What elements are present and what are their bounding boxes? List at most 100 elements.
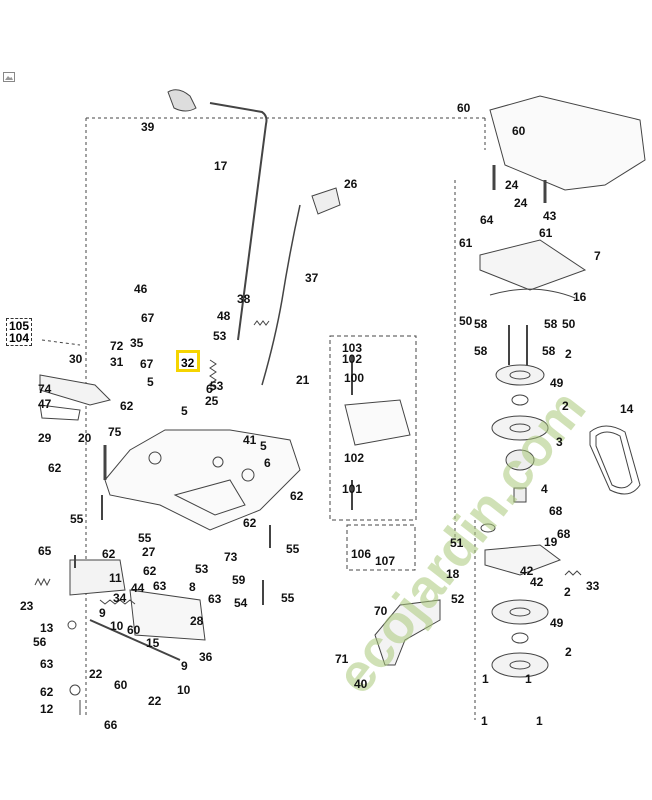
part-callout-63[interactable]: 63 <box>153 579 167 593</box>
part-callout-18[interactable]: 18 <box>446 567 460 581</box>
part-callout-8[interactable]: 8 <box>189 580 196 594</box>
part-callout-49[interactable]: 49 <box>550 376 564 390</box>
part-callout-9[interactable]: 9 <box>181 659 188 673</box>
part-callout-6[interactable]: 6 <box>264 456 271 470</box>
part-callout-33[interactable]: 33 <box>586 579 600 593</box>
part-callout-62[interactable]: 62 <box>143 564 157 578</box>
part-callout-55[interactable]: 55 <box>281 591 295 605</box>
part-callout-34[interactable]: 34 <box>113 591 127 605</box>
highlighted-part-32[interactable]: 32 <box>176 350 200 372</box>
part-callout-44[interactable]: 44 <box>131 581 145 595</box>
part-callout-55[interactable]: 55 <box>70 512 84 526</box>
part-callout-62[interactable]: 62 <box>243 516 257 530</box>
part-callout-107[interactable]: 107 <box>375 554 396 568</box>
part-callout-56[interactable]: 56 <box>33 635 47 649</box>
part-callout-1[interactable]: 1 <box>525 672 532 686</box>
part-callout-17[interactable]: 17 <box>214 159 228 173</box>
part-callout-58[interactable]: 58 <box>544 317 558 331</box>
part-callout-15[interactable]: 15 <box>146 636 160 650</box>
part-callout-27[interactable]: 27 <box>142 545 156 559</box>
part-callout-24[interactable]: 24 <box>505 178 519 192</box>
part-callout-42[interactable]: 42 <box>520 564 534 578</box>
part-callout-4[interactable]: 4 <box>541 482 548 496</box>
part-callout-55[interactable]: 55 <box>286 542 300 556</box>
part-callout-38[interactable]: 38 <box>237 292 251 306</box>
part-callout-19[interactable]: 19 <box>544 535 558 549</box>
part-callout-67[interactable]: 67 <box>141 311 155 325</box>
part-callout-62[interactable]: 62 <box>40 685 54 699</box>
part-callout-70[interactable]: 70 <box>374 604 388 618</box>
part-callout-2[interactable]: 2 <box>562 399 569 413</box>
part-callout-62[interactable]: 62 <box>48 461 62 475</box>
part-callout-58[interactable]: 58 <box>474 344 488 358</box>
part-callout-14[interactable]: 14 <box>620 402 634 416</box>
part-callout-50[interactable]: 50 <box>562 317 576 331</box>
part-callout-5[interactable]: 5 <box>181 404 188 418</box>
part-callout-60[interactable]: 60 <box>127 623 141 637</box>
part-callout-43[interactable]: 43 <box>543 209 557 223</box>
part-callout-51[interactable]: 51 <box>450 536 464 550</box>
part-callout-37[interactable]: 37 <box>305 271 319 285</box>
part-callout-62[interactable]: 62 <box>102 547 116 561</box>
part-callout-2[interactable]: 2 <box>564 585 571 599</box>
part-callout-10[interactable]: 10 <box>110 619 124 633</box>
part-callout-72[interactable]: 72 <box>110 339 124 353</box>
part-callout-59[interactable]: 59 <box>232 573 246 587</box>
part-callout-26[interactable]: 26 <box>344 177 358 191</box>
part-callout-63[interactable]: 63 <box>40 657 54 671</box>
part-callout-71[interactable]: 71 <box>335 652 349 666</box>
part-callout-20[interactable]: 20 <box>78 431 92 445</box>
part-callout-29[interactable]: 29 <box>38 431 52 445</box>
part-callout-63[interactable]: 63 <box>208 592 222 606</box>
part-callout-6[interactable]: 6 <box>206 382 213 396</box>
part-callout-61[interactable]: 61 <box>539 226 553 240</box>
part-callout-53[interactable]: 53 <box>210 379 224 393</box>
part-callout-3[interactable]: 3 <box>556 435 563 449</box>
part-callout-31[interactable]: 31 <box>110 355 124 369</box>
part-callout-53[interactable]: 53 <box>195 562 209 576</box>
part-callout-58[interactable]: 58 <box>474 317 488 331</box>
part-callout-102[interactable]: 102 <box>344 451 365 465</box>
part-callout-75[interactable]: 75 <box>108 425 122 439</box>
part-callout-106[interactable]: 106 <box>351 547 372 561</box>
part-callout-48[interactable]: 48 <box>217 309 231 323</box>
part-callout-66[interactable]: 66 <box>104 718 118 732</box>
part-callout-53[interactable]: 53 <box>213 329 227 343</box>
part-callout-16[interactable]: 16 <box>573 290 587 304</box>
part-callout-22[interactable]: 22 <box>89 667 103 681</box>
part-callout-13[interactable]: 13 <box>40 621 54 635</box>
part-callout-11[interactable]: 11 <box>109 571 122 585</box>
part-callout-49[interactable]: 49 <box>550 616 564 630</box>
part-callout-36[interactable]: 36 <box>199 650 213 664</box>
part-callout-42[interactable]: 42 <box>530 575 544 589</box>
part-callout-60[interactable]: 60 <box>457 101 471 115</box>
part-callout-28[interactable]: 28 <box>190 614 204 628</box>
part-callout-1[interactable]: 1 <box>536 714 543 728</box>
part-callout-103[interactable]: 103 <box>342 341 363 355</box>
part-callout-1[interactable]: 1 <box>482 672 489 686</box>
part-callout-23[interactable]: 23 <box>20 599 34 613</box>
part-callout-101[interactable]: 101 <box>342 482 363 496</box>
part-callout-5[interactable]: 5 <box>147 375 154 389</box>
part-callout-1[interactable]: 1 <box>481 714 488 728</box>
part-callout-24[interactable]: 24 <box>514 196 528 210</box>
part-callout-60[interactable]: 60 <box>114 678 128 692</box>
part-callout-30[interactable]: 30 <box>69 352 83 366</box>
part-callout-60[interactable]: 60 <box>512 124 526 138</box>
part-callout-65[interactable]: 65 <box>38 544 52 558</box>
part-callout-35[interactable]: 35 <box>130 336 144 350</box>
part-callout-50[interactable]: 50 <box>459 314 473 328</box>
part-callout-61[interactable]: 61 <box>459 236 473 250</box>
part-callout-2[interactable]: 2 <box>565 645 572 659</box>
part-callout-73[interactable]: 73 <box>224 550 238 564</box>
part-callout-52[interactable]: 52 <box>451 592 465 606</box>
part-callout-21[interactable]: 21 <box>296 373 310 387</box>
part-callout-54[interactable]: 54 <box>234 596 248 610</box>
part-callout-39[interactable]: 39 <box>141 120 155 134</box>
part-callout-25[interactable]: 25 <box>205 394 219 408</box>
part-callout-22[interactable]: 22 <box>148 694 162 708</box>
part-callout-68[interactable]: 68 <box>557 527 571 541</box>
part-callout-74[interactable]: 74 <box>38 382 52 396</box>
part-callout-9[interactable]: 9 <box>99 606 106 620</box>
part-callout-10[interactable]: 10 <box>177 683 191 697</box>
